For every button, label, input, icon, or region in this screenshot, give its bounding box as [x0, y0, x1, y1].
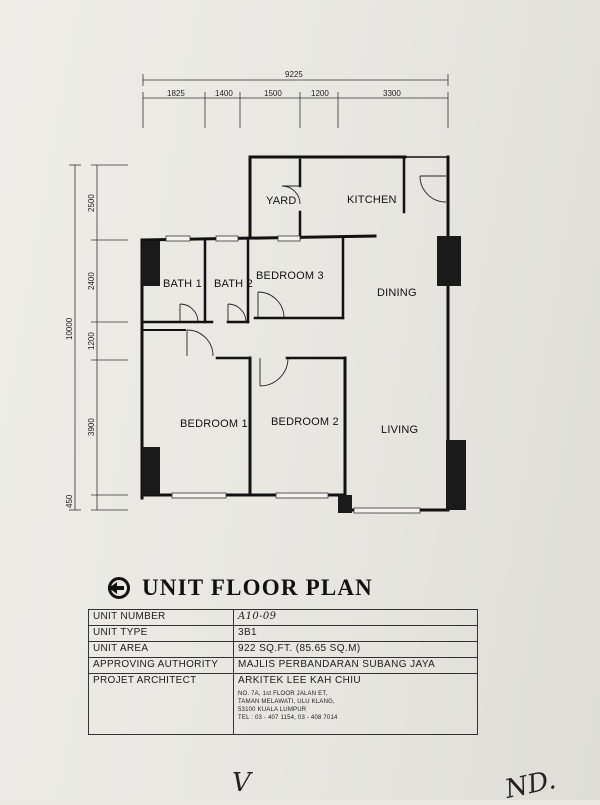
architect-telephone: TEL : 03 - 407 1154, 03 - 408 7014	[238, 715, 338, 721]
top-dimension-lines	[142, 74, 449, 128]
room-label-bedroom-3: BEDROOM 3	[256, 270, 324, 282]
windows	[165, 235, 421, 514]
unit-number-label: UNIT NUMBER	[88, 609, 234, 626]
room-label-dining: DINING	[377, 287, 417, 299]
dim-left-seg-1: 2500	[87, 194, 96, 212]
project-architect-value: ARKITEK LEE KAH CHIU	[238, 675, 362, 686]
unit-area-label: UNIT AREA	[88, 641, 234, 658]
architect-address-line-1: NO. 7A, 1st FLOOR JALAN ET,	[238, 691, 328, 697]
table-row: APPROVING AUTHORITY MAJLIS PERBANDARAN S…	[88, 657, 478, 674]
room-label-bath-2: BATH 2	[214, 278, 253, 290]
unit-type-value: 3B1	[233, 625, 478, 642]
dim-top-seg-1: 1825	[167, 89, 185, 98]
architect-address-line-3: 53100 KUALA LUMPUR	[238, 707, 307, 713]
floor-plan-title: UNIT FLOOR PLAN	[108, 575, 373, 601]
dim-top-seg-5: 3300	[383, 89, 401, 98]
dim-left-total: 10000	[65, 317, 74, 340]
table-row: PROJET ARCHITECT ARKITEK LEE KAH CHIU NO…	[88, 673, 478, 735]
dim-left-seg-3: 1200	[87, 332, 96, 350]
room-label-bath-1: BATH 1	[163, 278, 202, 290]
floor-plan-drawing: 9225 1825 1400 1500 1200 3300 10000 2500…	[65, 70, 466, 514]
dim-top-seg-2: 1400	[215, 89, 233, 98]
columns	[142, 236, 466, 513]
dim-left-seg-2: 2400	[87, 272, 96, 290]
room-label-living: LIVING	[381, 424, 418, 436]
approving-authority-label: APPROVING AUTHORITY	[88, 657, 234, 674]
handwritten-mark-left: V	[232, 768, 251, 798]
project-architect-label: PROJET ARCHITECT	[88, 673, 234, 735]
unit-info-table: UNIT NUMBER A10-09 UNIT TYPE 3B1 UNIT AR…	[88, 609, 478, 735]
dim-top-seg-3: 1500	[264, 89, 282, 98]
table-row: UNIT TYPE 3B1	[88, 625, 478, 642]
table-row: UNIT NUMBER A10-09	[88, 609, 478, 626]
left-dimension-lines	[69, 164, 128, 511]
room-label-kitchen: KITCHEN	[347, 194, 397, 206]
room-label-yard: YARD	[266, 195, 297, 207]
room-label-bedroom-1: BEDROOM 1	[180, 418, 248, 430]
unit-type-label: UNIT TYPE	[88, 625, 234, 642]
doors	[179, 175, 447, 387]
title-text: UNIT FLOOR PLAN	[142, 575, 373, 600]
architect-address-line-2: TAMAN MELAWATI, ULU KLANG,	[238, 699, 335, 705]
unit-number-value: A10-09	[233, 609, 478, 626]
dim-top-total: 9225	[285, 70, 303, 79]
dim-top-seg-4: 1200	[311, 89, 329, 98]
room-label-bedroom-2: BEDROOM 2	[271, 416, 339, 428]
project-architect-cell: ARKITEK LEE KAH CHIU NO. 7A, 1st FLOOR J…	[233, 673, 478, 735]
unit-area-value: 922 SQ.FT. (85.65 SQ.M)	[233, 641, 478, 658]
logo-icon	[108, 577, 130, 599]
walls	[140, 155, 450, 512]
dim-left-seg-5: 450	[65, 494, 74, 508]
dim-left-seg-4: 3900	[87, 418, 96, 436]
approving-authority-value: MAJLIS PERBANDARAN SUBANG JAYA	[233, 657, 478, 674]
table-row: UNIT AREA 922 SQ.FT. (85.65 SQ.M)	[88, 641, 478, 658]
